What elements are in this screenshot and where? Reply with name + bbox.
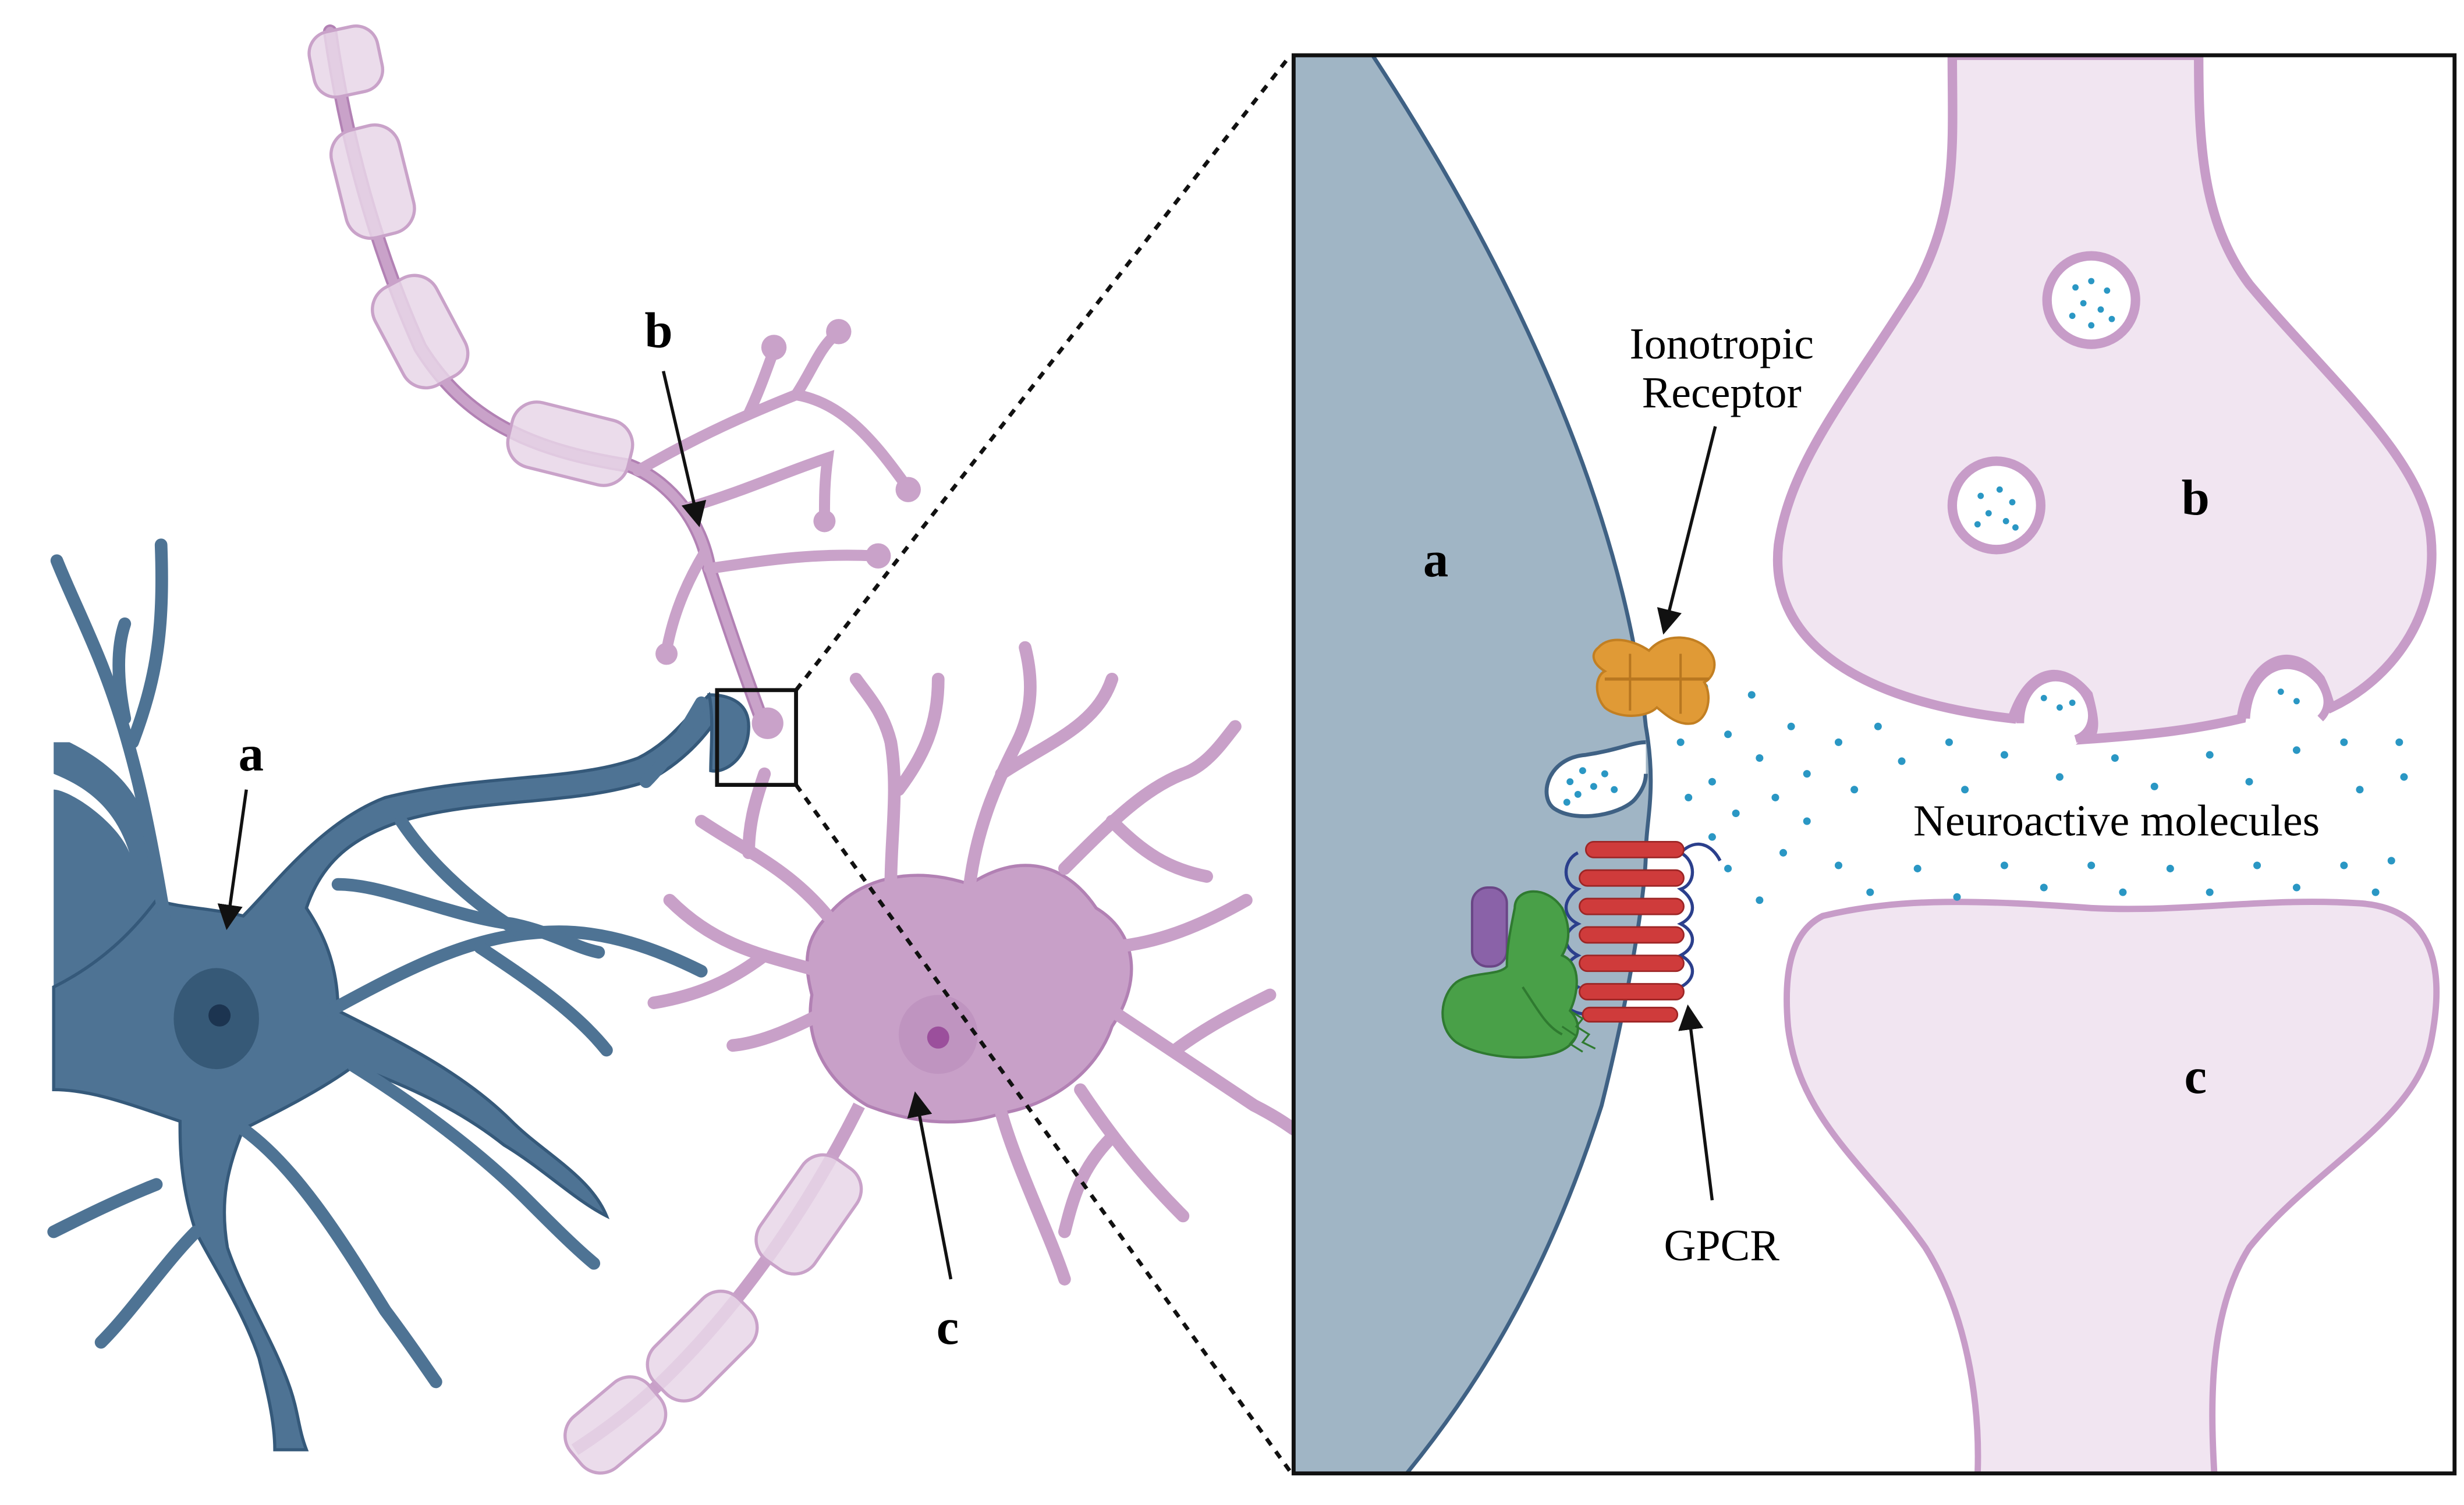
zoom-cell-c [1784, 899, 2440, 1474]
zoom-label-b: b [2182, 470, 2210, 526]
overview-arrows [217, 371, 953, 1280]
zoom-panel-frame [1291, 53, 2457, 1476]
myelin-sheath-b [307, 24, 634, 487]
cell-c [563, 641, 1300, 1475]
overview-panel: a b c [47, 24, 1300, 1475]
zoom-arrows [1657, 425, 1717, 1201]
neuroactive-molecules-label: Neuroactive molecules [1913, 796, 2320, 845]
ionotropic-receptor [1592, 636, 1716, 725]
neuron-b [307, 24, 921, 739]
neuroactive-molecules-dots [1676, 683, 2408, 904]
neuron-a [47, 538, 750, 1451]
g-protein-complex [1441, 886, 1596, 1059]
zoom-source-box [715, 688, 798, 787]
zoom-connector-lines [794, 54, 1292, 1473]
gpcr-receptor [1564, 840, 1722, 1023]
zoom-label-c: c [2184, 1048, 2207, 1104]
zoom-panel: a b c Ionotropic Receptor GPCR Neuroacti… [1291, 53, 2457, 1476]
zoom-cell-b [1772, 55, 2437, 745]
ionotropic-label-line2: Receptor [1642, 368, 1802, 417]
overview-label-b: b [644, 303, 672, 358]
gpcr-label: GPCR [1664, 1221, 1779, 1270]
overview-label-a: a [239, 726, 264, 782]
ionotropic-label-line1: Ionotropic [1629, 320, 1813, 368]
zoom-label-a: a [1423, 531, 1448, 587]
overview-label-c: c [937, 1299, 959, 1355]
